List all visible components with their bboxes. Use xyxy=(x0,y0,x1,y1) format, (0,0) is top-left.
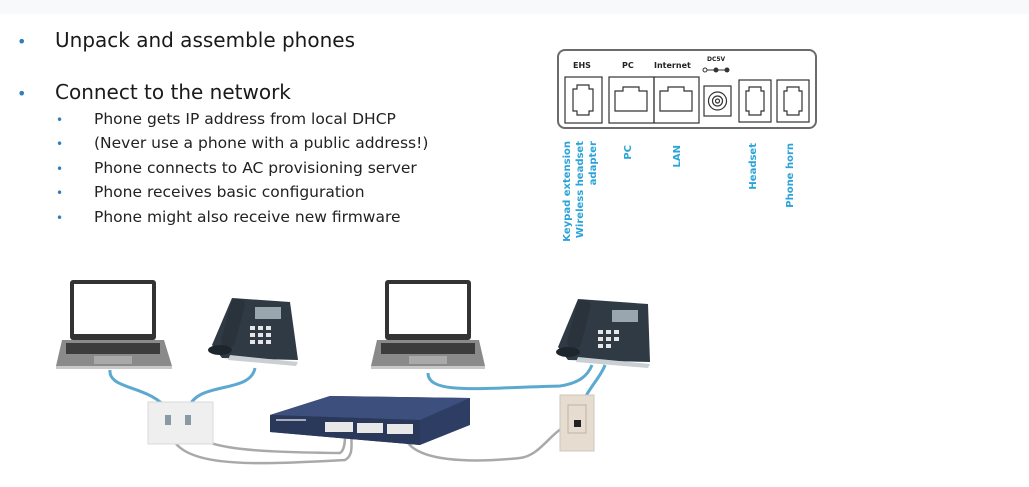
port-label-internet: Internet xyxy=(654,61,691,70)
network-switch-icon xyxy=(270,396,470,445)
slide-top-band xyxy=(0,0,1029,14)
power-polarity-icon xyxy=(702,67,730,73)
ip-phone-right-icon xyxy=(556,299,650,368)
phone-port-panel: EHS PC Internet DC5V xyxy=(557,49,817,129)
rj9-port-icon xyxy=(564,76,603,124)
ip-phone-left-icon xyxy=(208,298,298,366)
grey-cable-switch-outlet-right xyxy=(403,422,581,462)
rj9-port-icon xyxy=(738,79,772,123)
bullet-dot: • xyxy=(56,113,64,127)
laptop-left-icon xyxy=(56,280,172,369)
grey-cable-outlet-switch-1 xyxy=(167,424,354,465)
power-jack-icon xyxy=(703,85,732,117)
port-label-dc5v: DC5V xyxy=(707,56,726,63)
bullet-dot: • xyxy=(17,32,27,51)
bullet-dot: • xyxy=(56,186,64,200)
bullet-dot: • xyxy=(56,162,64,176)
ports-graphic xyxy=(564,67,810,124)
bullet-dot: • xyxy=(56,137,64,151)
blue-cable-laptop-phone xyxy=(426,364,594,391)
laptop-right-icon xyxy=(371,280,485,369)
rj9-port-icon xyxy=(776,79,810,123)
port-label-ehs: EHS xyxy=(573,61,591,70)
port-label-pc: PC xyxy=(622,61,634,70)
wall-outlet-dual-icon xyxy=(147,401,214,445)
wall-outlet-single-icon xyxy=(559,394,595,452)
bullet-dot: • xyxy=(17,84,27,103)
rj45-port-icon xyxy=(653,76,700,124)
bullet-dot: • xyxy=(56,211,64,225)
